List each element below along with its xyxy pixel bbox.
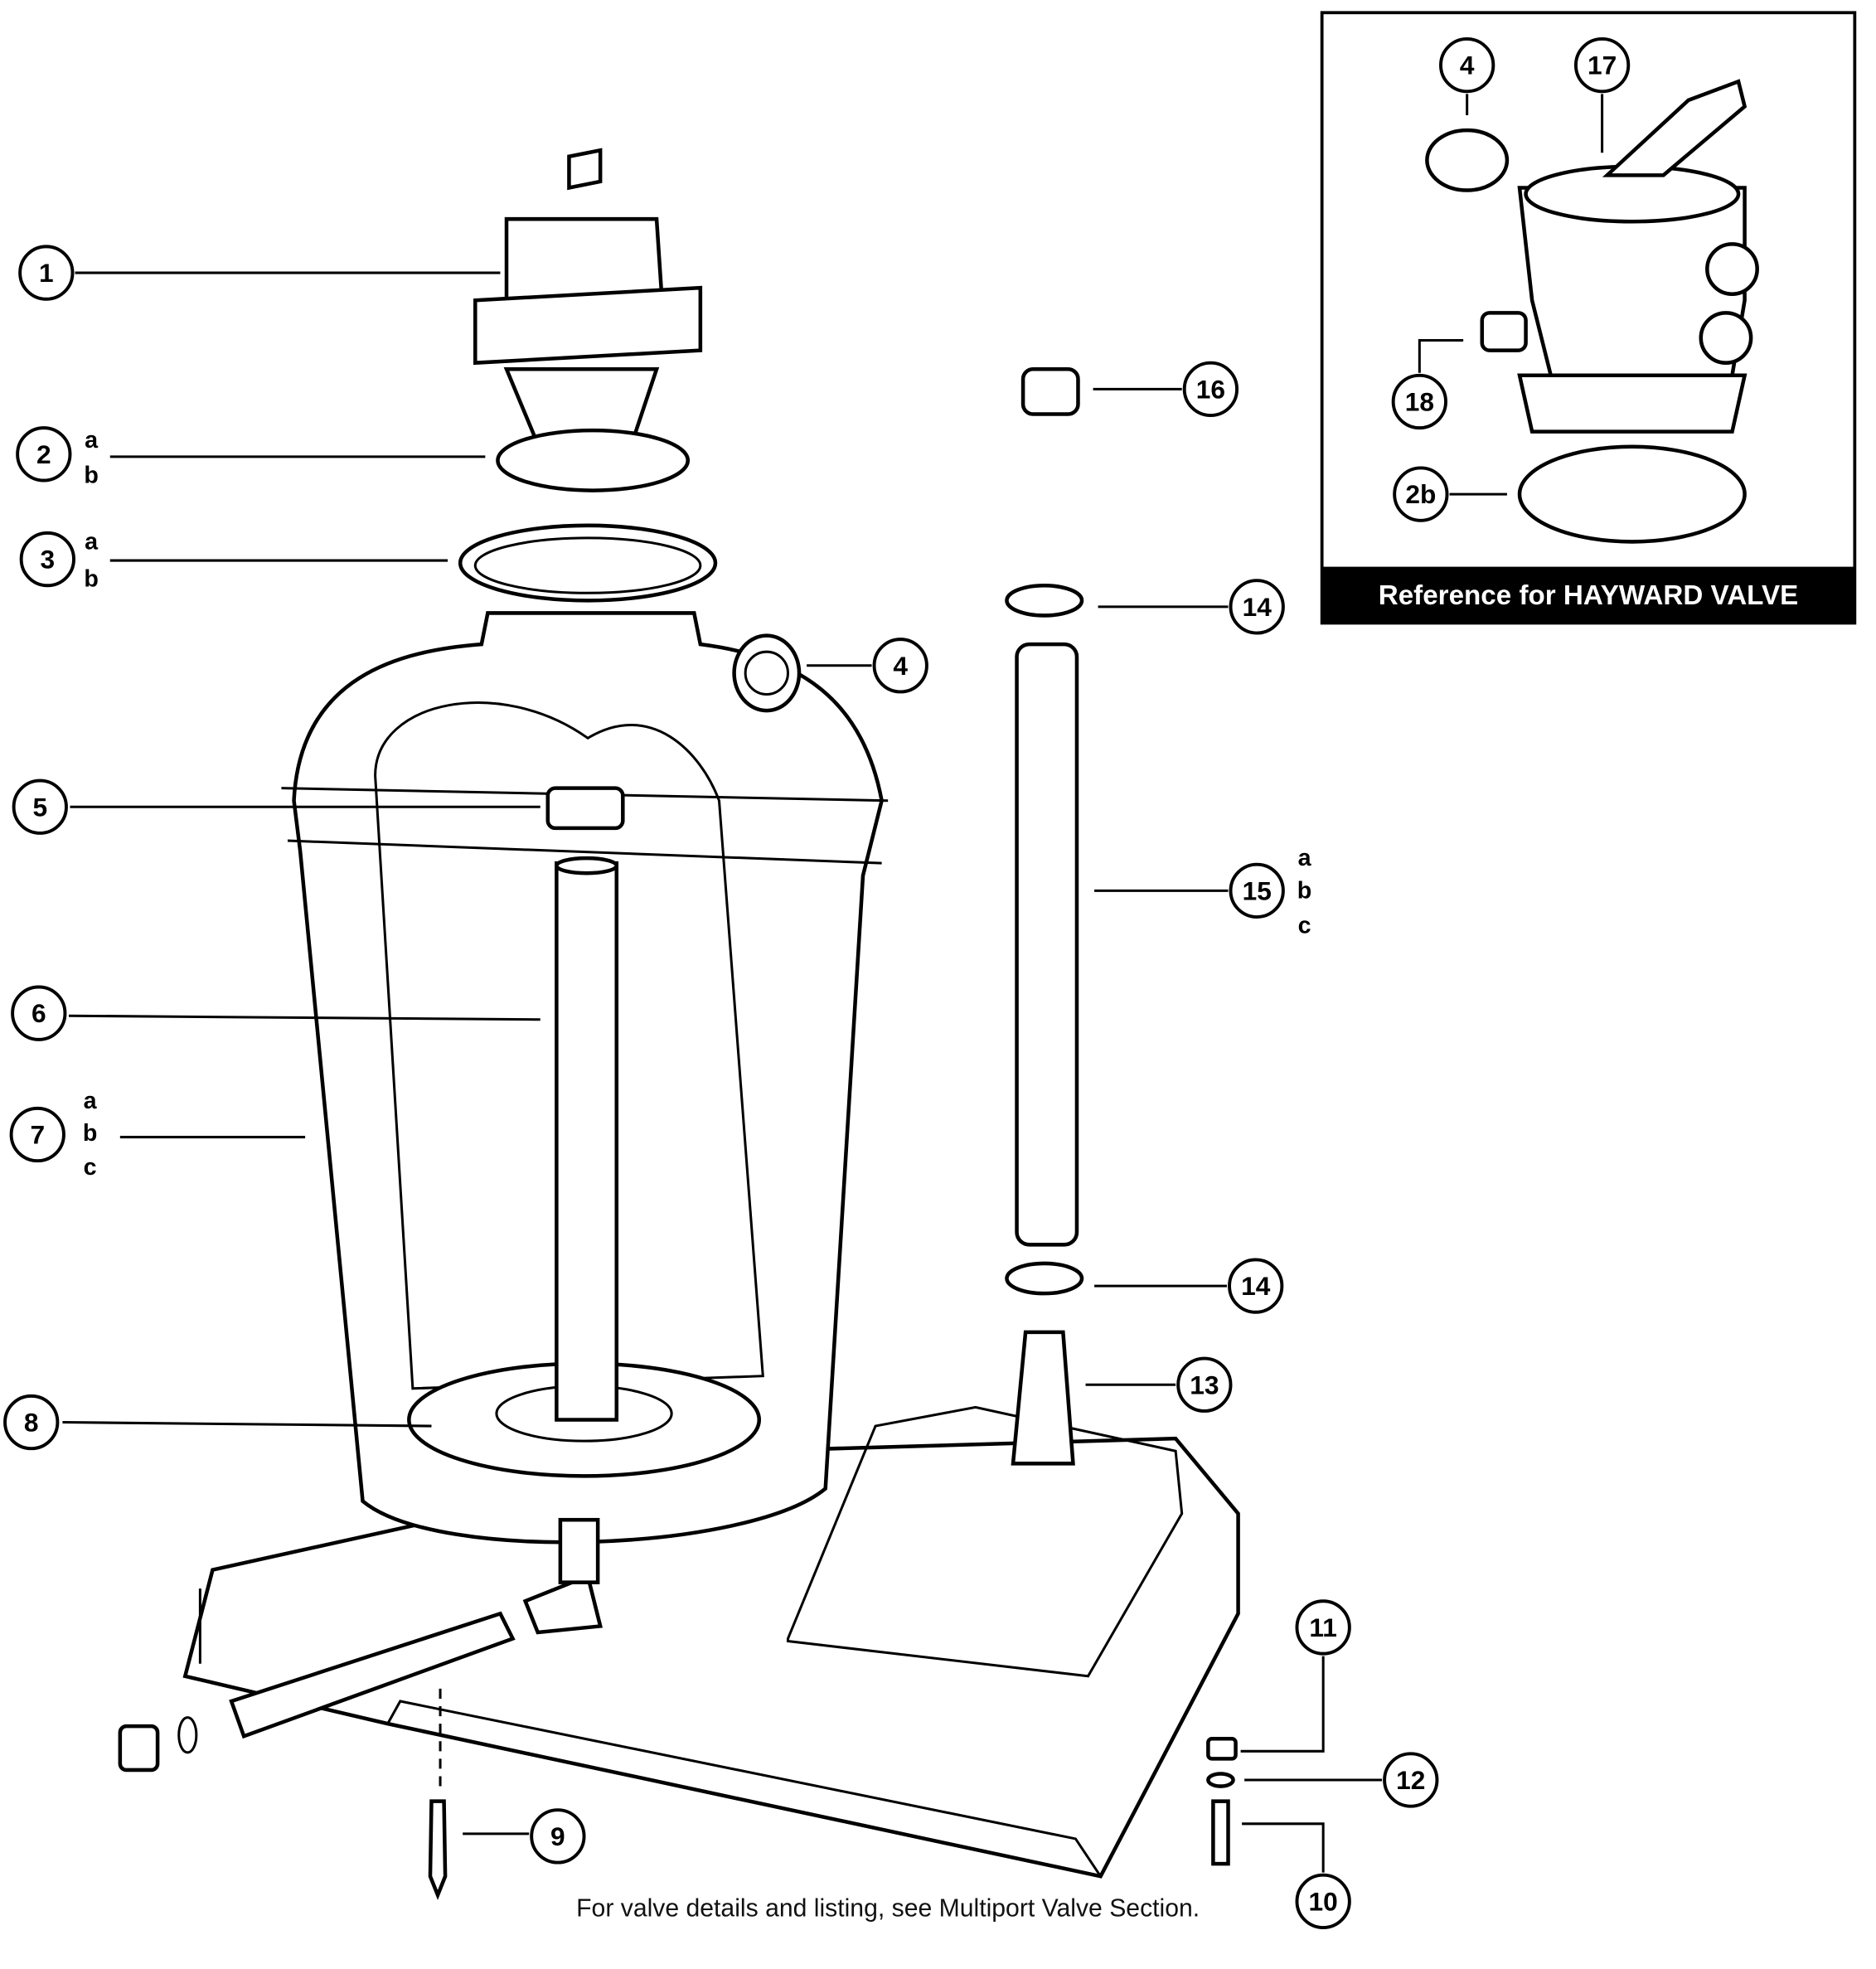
svg-text:b: b [83,1120,98,1147]
svg-text:6: 6 [32,998,46,1028]
diffuser [545,786,625,831]
callout-1: 1 [18,245,75,301]
svg-text:7: 7 [30,1120,45,1150]
svg-text:3: 3 [41,545,56,575]
ref-callout-18: 18 [1391,373,1447,430]
callout-4: 4 [872,638,928,694]
svg-text:18: 18 [1405,386,1434,416]
svg-text:12: 12 [1396,1765,1425,1795]
hayward-valve-reference-box: 4 17 18 2b Reference for HAYWARD VALVE [1320,11,1857,625]
svg-text:2: 2 [36,439,51,469]
ref-callout-17: 17 [1573,36,1631,94]
svg-text:17: 17 [1588,51,1617,80]
svg-text:4: 4 [893,651,908,681]
callout-15: 15 abc [1229,845,1312,939]
hose-parts [428,366,1238,1900]
reference-title-bar [1321,566,1855,623]
svg-text:a: a [85,528,99,555]
callout-8: 8 [3,1394,60,1451]
drain-assembly [118,1517,603,1789]
callout-9: 9 [530,1808,586,1865]
svg-text:a: a [84,1088,98,1114]
svg-text:1: 1 [39,258,54,288]
callout-12: 12 [1383,1752,1439,1808]
valve-top [473,148,703,492]
pressure-gauge [732,633,802,713]
callout-6: 6 [11,985,67,1041]
svg-text:a: a [1298,845,1312,871]
leader-lines [62,271,1383,1873]
svg-text:8: 8 [24,1408,39,1438]
reference-title: Reference for HAYWARD VALVE [1379,580,1799,611]
svg-text:b: b [1297,877,1312,904]
svg-text:a: a [85,427,99,453]
footer-note: For valve details and listing, see Multi… [576,1894,1200,1922]
svg-text:4: 4 [1460,51,1475,80]
callout-13: 13 [1176,1356,1233,1413]
standpipe [555,856,619,1422]
callout-11: 11 [1295,1599,1351,1656]
ref-callout-4: 4 [1439,36,1495,94]
callout-5: 5 [12,778,68,835]
svg-text:2b: 2b [1405,479,1436,509]
svg-text:9: 9 [550,1821,565,1851]
hayward-valve-drawing [1425,79,1759,544]
callout-10: 10 [1295,1873,1351,1929]
callout-16: 16 [1182,361,1239,418]
svg-text:14: 14 [1243,592,1272,622]
svg-text:c: c [1298,913,1311,939]
callout-14-top: 14 [1229,579,1285,635]
svg-text:13: 13 [1190,1370,1219,1399]
callout-14-bottom: 14 [1228,1258,1284,1314]
svg-text:5: 5 [32,792,47,822]
svg-text:10: 10 [1309,1886,1338,1916]
svg-text:16: 16 [1196,374,1225,404]
ref-callout-2b: 2b [1393,466,1449,522]
svg-text:b: b [84,566,99,593]
callout-2: 2 ab [16,426,99,488]
base-pedestal [182,1405,1240,1879]
svg-text:14: 14 [1241,1271,1271,1301]
svg-text:b: b [84,462,99,488]
callout-3: 3 ab [19,528,99,593]
clamp-ring [458,523,718,603]
svg-text:c: c [84,1154,97,1181]
svg-text:15: 15 [1243,875,1272,905]
svg-text:11: 11 [1309,1613,1336,1642]
callout-7: 7 abc [9,1088,98,1181]
